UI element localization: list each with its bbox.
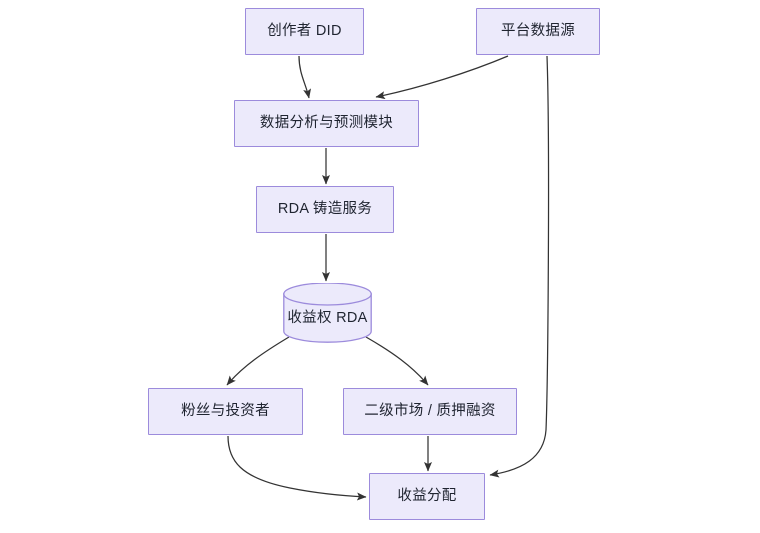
node-revenue-distribution[interactable]: 收益分配 <box>369 473 485 520</box>
edge-platform-to-distribution <box>489 55 550 478</box>
edge-platform-to-analysis <box>375 55 509 100</box>
node-analysis-module[interactable]: 数据分析与预测模块 <box>234 100 419 147</box>
node-label: 粉丝与投资者 <box>181 402 270 419</box>
node-creator-did[interactable]: 创作者 DID <box>245 8 364 55</box>
node-label: 数据分析与预测模块 <box>259 114 394 131</box>
node-secondary-market[interactable]: 二级市场 / 质押融资 <box>343 388 517 435</box>
cylinder-shape-icon <box>283 283 372 343</box>
node-label: 二级市场 / 质押融资 <box>364 402 496 419</box>
node-rda-minting-service[interactable]: RDA 铸造服务 <box>256 186 394 233</box>
node-platform-data-source[interactable]: 平台数据源 <box>476 8 600 55</box>
edge-fans-to-distribution <box>227 435 367 501</box>
node-revenue-right-rda[interactable]: 收益权 RDA <box>283 283 372 343</box>
node-fans-investors[interactable]: 粉丝与投资者 <box>148 388 303 435</box>
edge-rda-to-secondary <box>365 336 429 386</box>
node-label: 创作者 DID <box>267 22 342 39</box>
node-label: 收益分配 <box>397 487 457 504</box>
edge-creator-to-analysis <box>298 55 312 99</box>
node-label: 收益权 RDA <box>287 310 368 326</box>
node-label: RDA 铸造服务 <box>277 200 373 217</box>
node-label: 平台数据源 <box>501 22 575 39</box>
edge-rda-to-fans <box>226 336 290 386</box>
